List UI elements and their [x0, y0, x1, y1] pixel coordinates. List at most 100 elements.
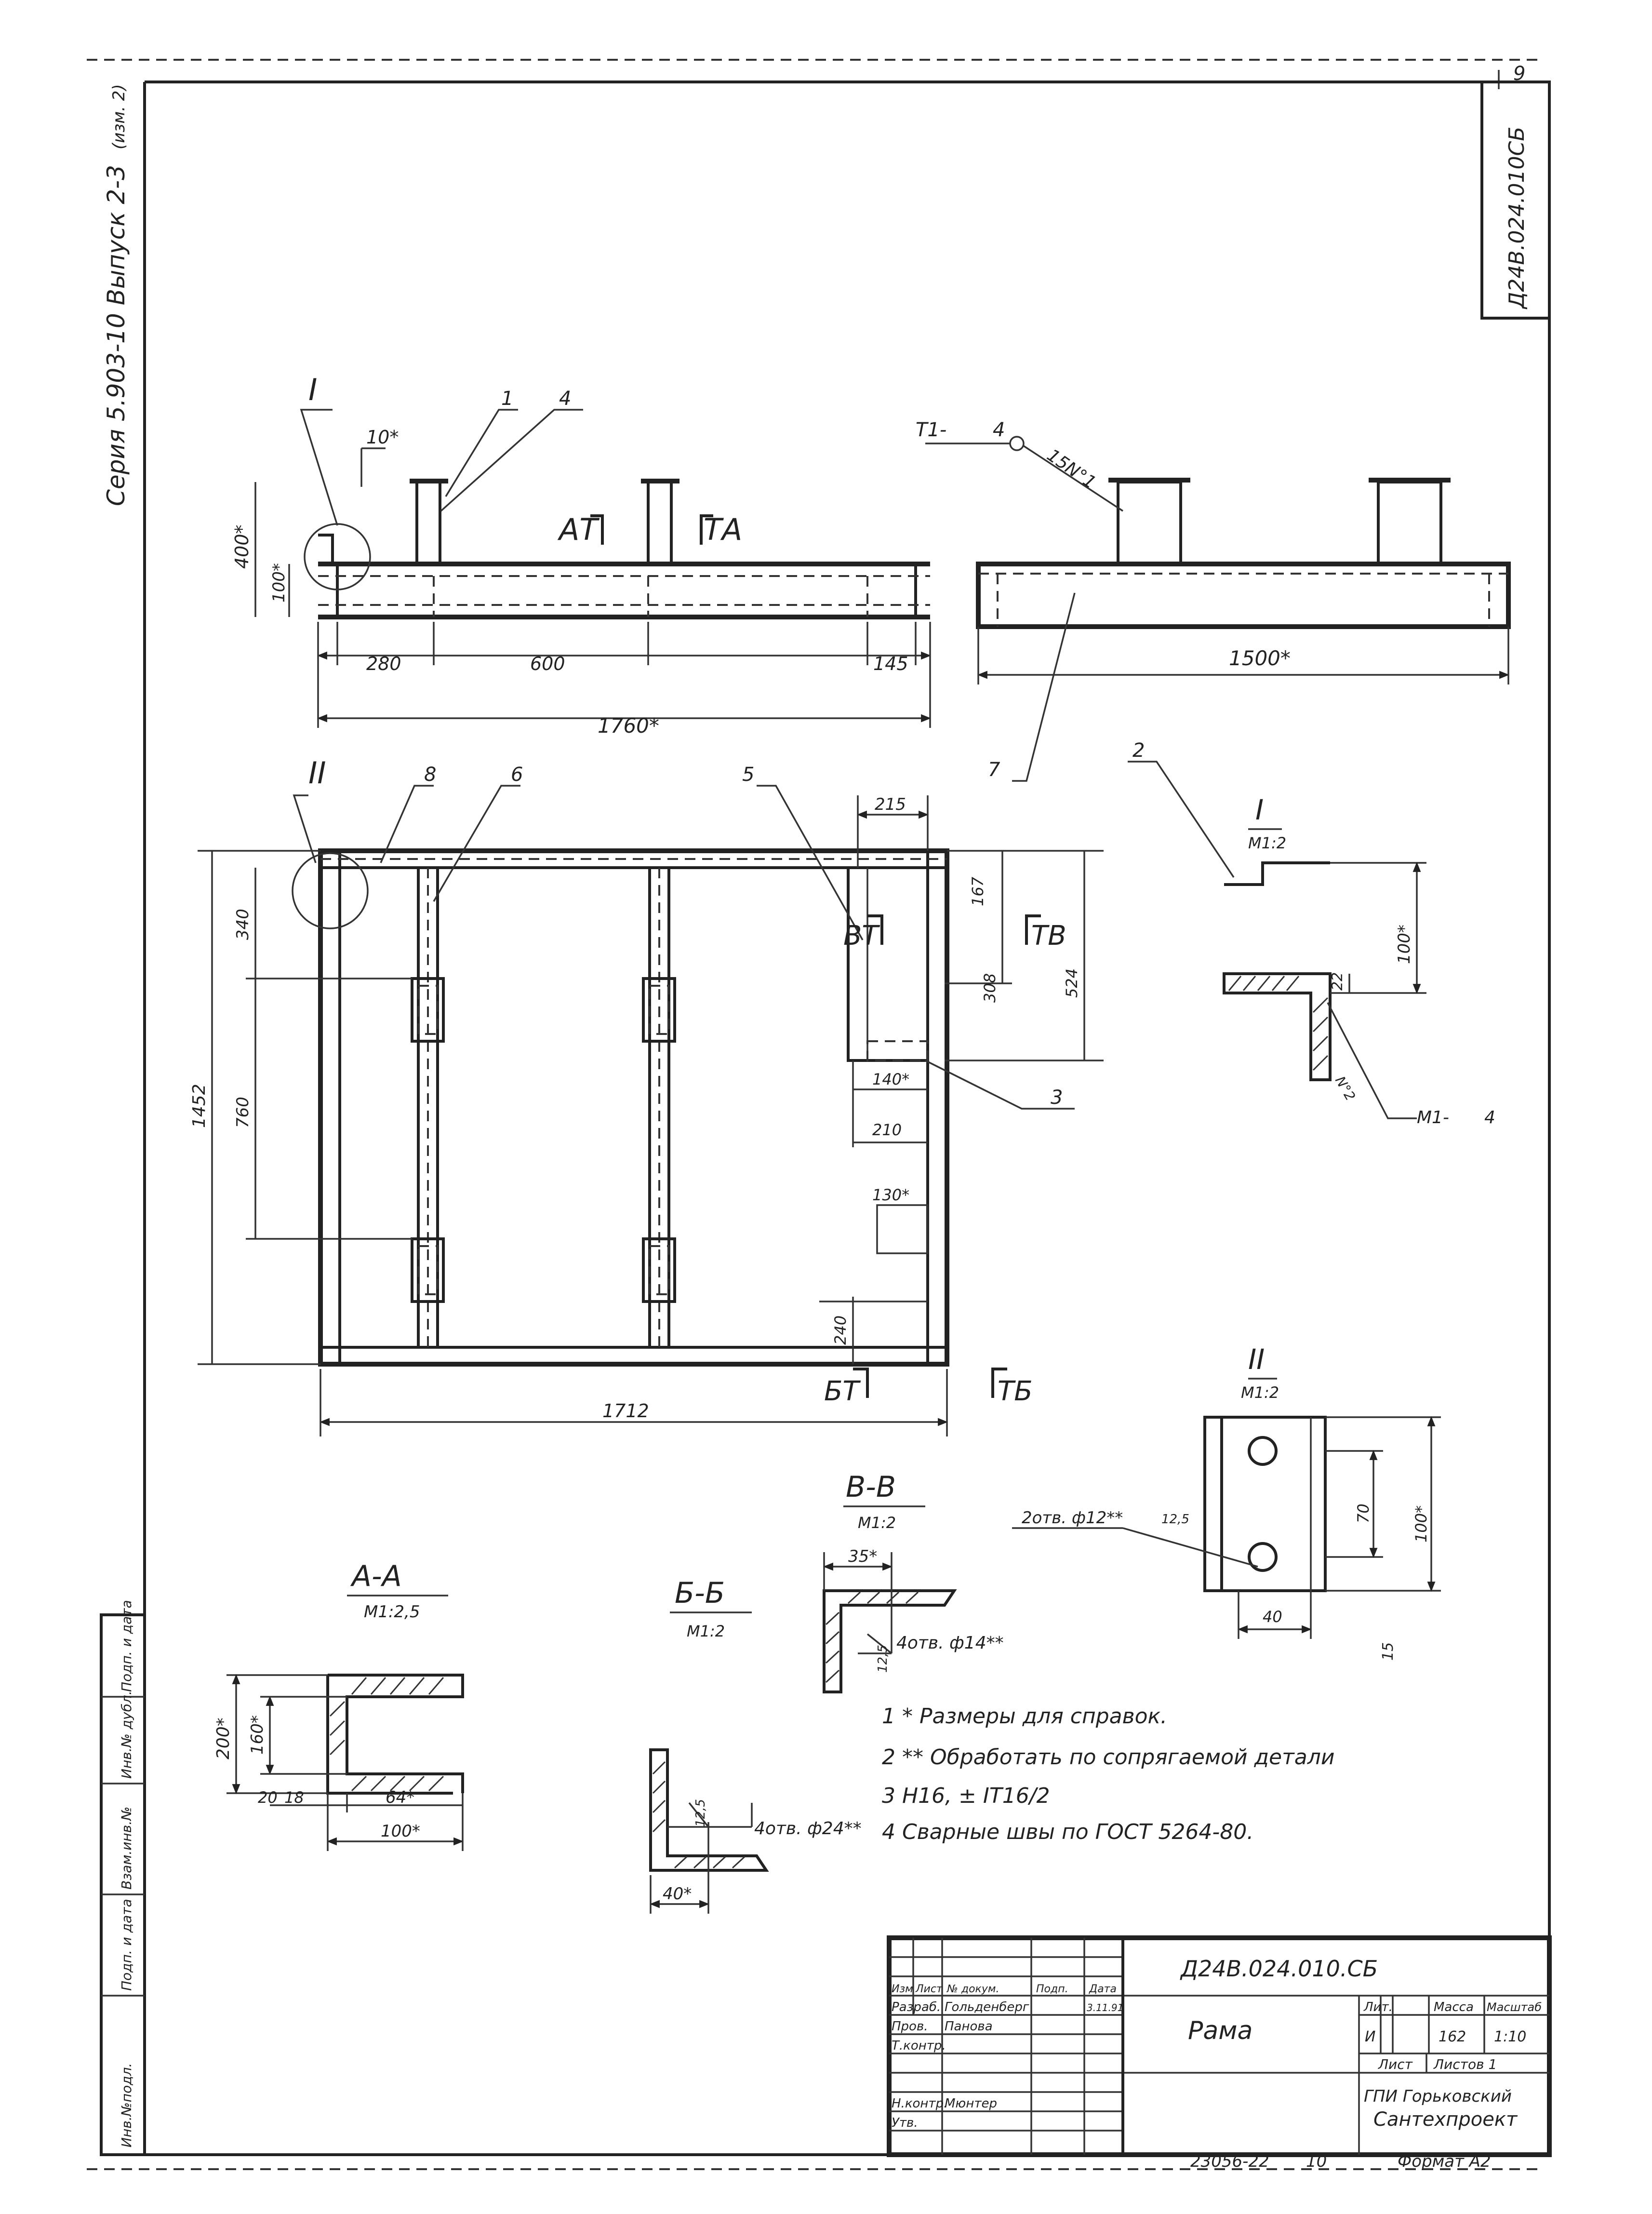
side-view: [925, 436, 1511, 782]
detail-I-label: I: [1255, 793, 1264, 826]
front-label-A-left: АT: [557, 512, 600, 547]
detail-II-dim-15: 15: [1380, 1642, 1397, 1661]
detail-I-weld-leg: 4: [1484, 1108, 1495, 1127]
section-VV-dim-35: 35*: [848, 1547, 877, 1566]
plan-dim-215: 215: [875, 795, 906, 814]
title-hdr-doc: № докум.: [946, 1983, 999, 1995]
detail-I-weld: М1-: [1417, 1108, 1449, 1127]
title-mass-value: 162: [1439, 2028, 1466, 2045]
front-dim-280: 280: [366, 653, 401, 674]
detail-I-leader: 2: [1132, 739, 1145, 762]
plan-dim-1712: 1712: [602, 1400, 649, 1422]
front-label-I: I: [308, 372, 317, 407]
front-label-4: 4: [559, 388, 571, 410]
title-hdr-list: Лист: [915, 1983, 943, 1995]
title-org-line1: ГПИ Горьковский: [1364, 2087, 1512, 2106]
plan-label-B-left: БT: [824, 1376, 861, 1407]
side-label-7: 7: [988, 759, 1000, 781]
bottom-code: 23056-22: [1190, 2152, 1269, 2171]
section-BB-label: Б-Б: [675, 1576, 725, 1610]
plan-dim-524: 524: [1063, 968, 1081, 998]
section-VV-dim-125: 12,5: [876, 1645, 890, 1673]
plan-dim-340: 340: [233, 909, 253, 940]
section-BB-holes: 4отв. ф24**: [754, 1819, 862, 1838]
section-VV-holes: 4отв. ф14**: [896, 1633, 1004, 1653]
title-org-line2: Сантехпроект: [1373, 2108, 1518, 2131]
title-sheets-label: Листов 1: [1433, 2056, 1497, 2072]
section-AA-label: А-А: [350, 1559, 402, 1593]
detail-II-drawing: [1012, 1378, 1441, 1639]
title-scale-header: Масштаб: [1487, 2000, 1542, 2014]
title-row-role-2: Пров.: [892, 2019, 928, 2034]
plan-label-3: 3: [1051, 1087, 1063, 1109]
front-label-400: 400*: [231, 524, 253, 569]
note-2: 2 ** Обработать по сопрягаемой детали: [882, 1745, 1334, 1770]
detail-II-dim-40: 40: [1263, 1608, 1282, 1626]
plan-dim-760: 760: [233, 1097, 253, 1128]
plan-label-8: 8: [424, 764, 436, 786]
strip-label-1: Инв.№подл.: [119, 2063, 134, 2147]
front-dim-1760: 1760*: [598, 714, 659, 738]
plan-label-6: 6: [511, 764, 523, 786]
plan-view: [198, 785, 1104, 1436]
front-label-10: 10*: [366, 427, 399, 448]
note-1: 1 * Размеры для справок.: [882, 1704, 1167, 1729]
front-view: [254, 409, 932, 728]
title-sheet-label: Лист: [1378, 2056, 1413, 2072]
section-AA-dim-64: 64*: [386, 1788, 414, 1807]
title-hdr-date: Дата: [1089, 1983, 1117, 1995]
detail-I-scale: М1:2: [1248, 834, 1286, 852]
strip-label-4: Инв.№ дубл.: [119, 1691, 134, 1779]
section-BB-scale: М1:2: [687, 1622, 725, 1640]
title-hdr-sign: Подп.: [1036, 1983, 1068, 1995]
sheet-frame: [87, 59, 1551, 2170]
title-doc-number: Д24В.024.010.СБ: [1180, 1956, 1378, 1982]
bottom-code-sheet: 10: [1306, 2152, 1327, 2171]
title-row-name-2: Панова: [945, 2019, 993, 2034]
section-BB-dim-125: 12,5: [693, 1799, 708, 1827]
side-label-T1: T1-: [916, 419, 946, 441]
plan-dim-240: 240: [831, 1315, 850, 1345]
plan-label-B-right: TБ: [998, 1376, 1033, 1407]
strip-label-3: Взам.инв.№: [119, 1807, 134, 1890]
plan-dim-1452: 1452: [189, 1084, 209, 1128]
detail-II-scale: М1:2: [1241, 1383, 1279, 1402]
detail-II-roughness: 12,5: [1161, 1512, 1189, 1527]
side-dim-1500: 1500*: [1229, 646, 1291, 670]
plan-dim-210: 210: [872, 1121, 902, 1139]
note-4: 4 Сварные швы по ГОСТ 5264-80.: [882, 1820, 1253, 1844]
section-VV-label: В-В: [846, 1470, 896, 1504]
title-row-role-1: Разраб.: [892, 2000, 941, 2014]
corner-stamp: [1480, 81, 1551, 320]
title-lit-header: Лит.: [1363, 2000, 1393, 2014]
title-row-role-6: Утв.: [892, 2116, 918, 2130]
section-AA-drawing: [226, 1595, 464, 1851]
title-row-name-1: Гольденберг: [945, 2000, 1029, 2014]
title-row-name-5: Мюнтер: [945, 2096, 997, 2111]
title-lit-value: И: [1365, 2028, 1375, 2045]
section-AA-dim-20: 20: [258, 1788, 278, 1807]
plan-label-5: 5: [742, 764, 754, 786]
front-label-1: 1: [501, 388, 513, 410]
plan-label-II: II: [308, 755, 326, 791]
plan-dim-140: 140*: [872, 1070, 909, 1088]
front-dim-145: 145: [873, 653, 908, 674]
detail-II-label: II: [1248, 1343, 1265, 1376]
strip-label-5: Подп. и дата: [119, 1600, 134, 1692]
detail-I-dim-100: 100*: [1395, 925, 1414, 964]
side-label-15N1: 15N°1: [1043, 445, 1100, 493]
detail-II-holes: 2отв. ф12**: [1022, 1508, 1123, 1528]
side-label-4: 4: [993, 419, 1005, 441]
detail-II-dim-100: 100*: [1412, 1505, 1430, 1543]
plan-dim-167: 167: [969, 876, 987, 906]
section-VV-drawing: [823, 1505, 957, 1693]
title-hdr-izm: Изм: [892, 1983, 913, 1995]
front-label-100: 100*: [269, 563, 289, 603]
section-BB-drawing: [649, 1611, 769, 1914]
plan-dim-308: 308: [981, 973, 999, 1003]
section-BB-dim-40: 40*: [663, 1884, 692, 1904]
note-3: 3 Н16, ± IT16/2: [882, 1784, 1050, 1808]
detail-I-dim-22: 22: [1329, 972, 1346, 991]
section-VV-scale: М1:2: [858, 1514, 896, 1532]
